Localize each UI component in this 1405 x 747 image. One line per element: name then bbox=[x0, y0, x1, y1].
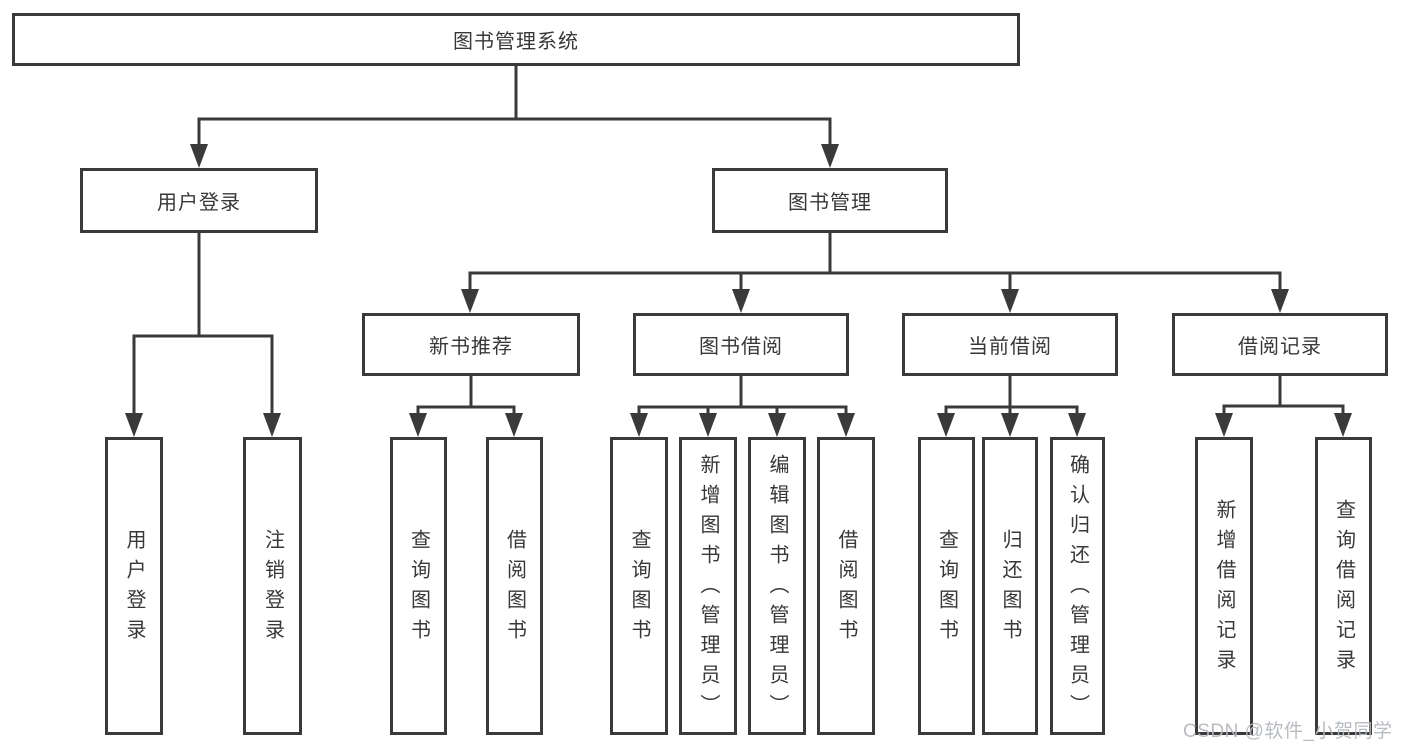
connector-user-login-branch bbox=[125, 233, 281, 437]
leaf-add-borrow-record: 新增借阅记录 bbox=[1195, 437, 1253, 735]
node-root-library-system: 图书管理系统 bbox=[12, 13, 1020, 66]
connector-book-borrow-branch bbox=[630, 376, 855, 437]
leaf-user-login: 用户登录 bbox=[105, 437, 163, 735]
leaf-edit-book-admin: 编辑图书（管理员） bbox=[748, 437, 806, 735]
leaf-query-books-borrow: 查询图书 bbox=[610, 437, 668, 735]
connector-root-to-level2 bbox=[190, 66, 839, 168]
connector-borrow-records-branch bbox=[1215, 376, 1352, 437]
csdn-watermark: CSDN @软件_小贺同学 bbox=[1183, 721, 1393, 742]
connector-book-management-branch bbox=[461, 233, 1289, 313]
node-user-login: 用户登录 bbox=[80, 168, 318, 233]
node-borrow-records: 借阅记录 bbox=[1172, 313, 1388, 376]
leaf-confirm-return-admin: 确认归还（管理员） bbox=[1050, 437, 1105, 735]
leaf-return-books: 归还图书 bbox=[982, 437, 1038, 735]
node-new-book-recommend: 新书推荐 bbox=[362, 313, 580, 376]
node-book-management: 图书管理 bbox=[712, 168, 948, 233]
connector-new-book-branch bbox=[409, 376, 523, 437]
node-current-borrow: 当前借阅 bbox=[902, 313, 1118, 376]
leaf-query-books-recommend: 查询图书 bbox=[390, 437, 447, 735]
connector-current-borrow-branch bbox=[937, 376, 1086, 437]
node-book-borrow: 图书借阅 bbox=[633, 313, 849, 376]
leaf-borrow-books: 借阅图书 bbox=[817, 437, 875, 735]
leaf-borrow-books-recommend: 借阅图书 bbox=[486, 437, 543, 735]
leaf-query-borrow-record: 查询借阅记录 bbox=[1315, 437, 1372, 735]
leaf-query-books-current: 查询图书 bbox=[918, 437, 975, 735]
leaf-add-book-admin: 新增图书（管理员） bbox=[679, 437, 737, 735]
leaf-logout: 注销登录 bbox=[243, 437, 302, 735]
